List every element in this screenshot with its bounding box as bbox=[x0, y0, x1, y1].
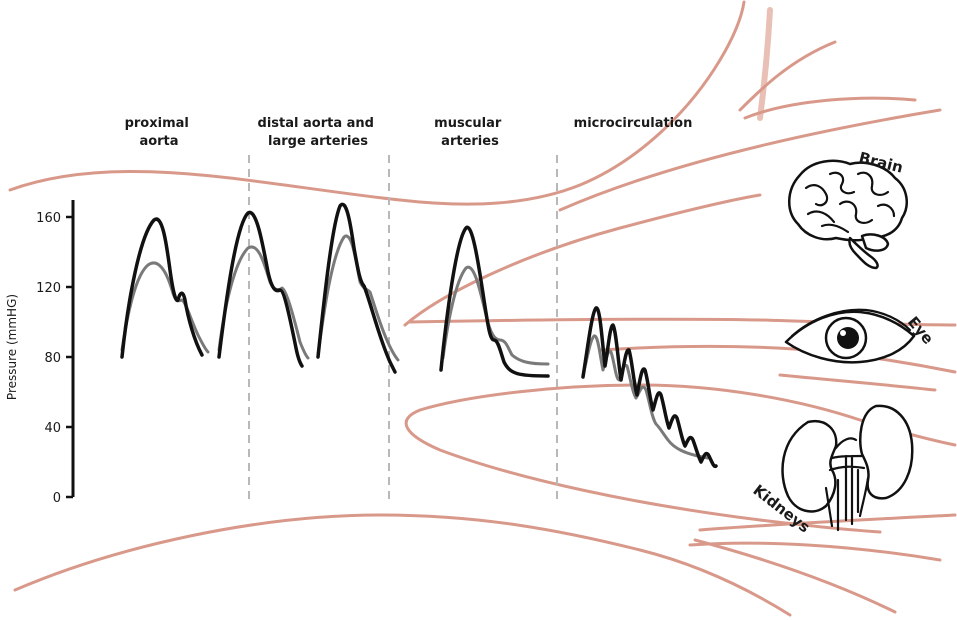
brain-fold bbox=[856, 171, 890, 196]
region-label-microcirculation: microcirculation bbox=[574, 116, 693, 131]
vessel-lower-branch-c bbox=[693, 538, 897, 614]
region-label-line: microcirculation bbox=[574, 116, 693, 131]
brain-icon bbox=[788, 159, 908, 270]
region-label-distal: distal aorta and large arteries bbox=[258, 116, 379, 149]
brain-fold bbox=[806, 210, 836, 224]
wave-distal2-peripheral bbox=[316, 202, 397, 374]
eye-icon bbox=[784, 308, 916, 364]
region-label-line: aorta bbox=[139, 134, 178, 149]
wave-distal-peripheral bbox=[217, 210, 304, 368]
region-label-proximal: proximal aorta bbox=[125, 116, 194, 149]
eye-highlight bbox=[840, 330, 846, 336]
vessel-lower-branch-b bbox=[698, 513, 957, 532]
kidney-right bbox=[859, 404, 914, 500]
wave-micro-central bbox=[581, 334, 710, 460]
region-label-muscular: muscular arteries bbox=[434, 116, 506, 149]
wave-proximal-peripheral bbox=[120, 217, 204, 359]
vessel-branch-top-a bbox=[757, 7, 773, 121]
wave-micro-peripheral bbox=[581, 306, 718, 469]
wave-muscular-central bbox=[441, 265, 550, 366]
axis-tick-label: 40 bbox=[44, 421, 61, 436]
vessel-upper-branch bbox=[558, 108, 942, 212]
vessel-eye-lower bbox=[598, 344, 957, 374]
axis-tick-label: 160 bbox=[36, 211, 61, 226]
axis-title: Pressure (mmHG) bbox=[5, 294, 19, 400]
brain-fold bbox=[804, 184, 829, 207]
axis-tick-label: 80 bbox=[44, 351, 61, 366]
eye-pupil bbox=[837, 327, 859, 349]
vessel-branch-top-c bbox=[743, 96, 917, 120]
vessel-tree bbox=[8, 0, 957, 617]
axis-tick-label: 120 bbox=[36, 281, 61, 296]
vessel-branch-top-b bbox=[738, 40, 837, 112]
kidney-vessels bbox=[828, 437, 866, 532]
waveforms bbox=[120, 202, 718, 469]
brain-cerebellum bbox=[860, 233, 890, 252]
region-label-line: arteries bbox=[441, 134, 499, 149]
kidney-left bbox=[781, 419, 838, 513]
brain-fold bbox=[876, 203, 896, 218]
kidney-ureter-left bbox=[824, 486, 834, 528]
wave-muscular-peripheral bbox=[439, 225, 550, 378]
region-label-line: muscular bbox=[434, 116, 502, 131]
region-label-line: large arteries bbox=[268, 134, 368, 149]
brain-fold bbox=[820, 223, 850, 234]
region-labels: proximal aorta distal aorta and large ar… bbox=[125, 116, 693, 149]
eye-lid bbox=[790, 308, 912, 338]
pressure-axis: 160 120 80 40 0 Pressure (mmHG) bbox=[5, 200, 75, 506]
kidney-ureter-right bbox=[858, 476, 870, 518]
axis-tick-label: 0 bbox=[53, 491, 61, 506]
vessel-lower-loop bbox=[404, 383, 882, 534]
region-label-line: proximal bbox=[125, 116, 189, 131]
region-label-line: distal aorta and bbox=[258, 116, 374, 131]
vessel-brain-branch bbox=[403, 193, 762, 327]
vessel-lower-wall bbox=[13, 513, 792, 617]
vessel-kidney-branch bbox=[638, 383, 957, 447]
vessel-upper-wall bbox=[8, 0, 746, 206]
brain-fold bbox=[838, 200, 874, 224]
vessel-lower-branch-a bbox=[688, 541, 942, 562]
brain-stem bbox=[848, 236, 879, 270]
vessel-eye-lower-b bbox=[778, 373, 937, 392]
kidneys-icon bbox=[781, 404, 914, 532]
brain-fold bbox=[828, 171, 856, 195]
